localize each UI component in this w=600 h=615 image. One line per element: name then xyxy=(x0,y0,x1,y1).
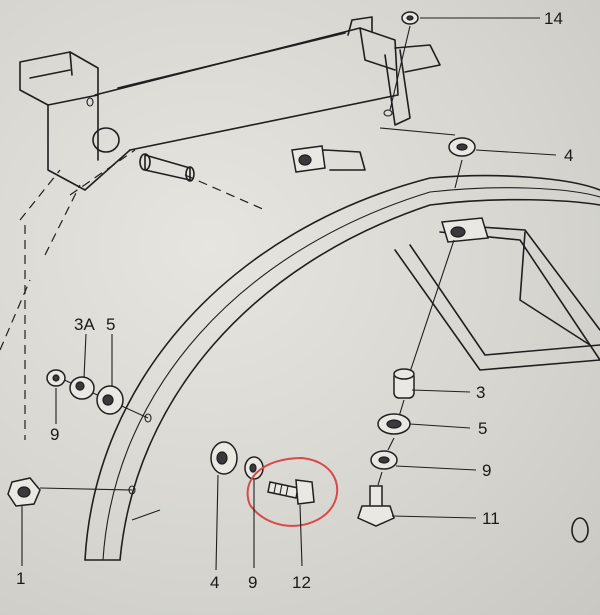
label-11: 11 xyxy=(482,509,500,528)
frame-bracket xyxy=(19,16,441,191)
label-3: 3 xyxy=(476,383,485,402)
leader-lines xyxy=(21,17,557,571)
label-4-bottom: 4 xyxy=(210,573,219,592)
label-12: 12 xyxy=(292,573,311,592)
mudguard xyxy=(84,174,600,561)
right-fastener-stack xyxy=(357,11,476,527)
highlight-circle xyxy=(246,456,339,527)
callout-labels: 14 4 3A 5 9 1 3 5 9 11 4 9 12 xyxy=(16,9,573,592)
mudguard-stay xyxy=(291,145,600,543)
bottom-fastener-stack xyxy=(210,441,315,505)
label-3a: 3A xyxy=(74,315,95,334)
frame-outline-dashed xyxy=(0,149,266,440)
label-5-right: 5 xyxy=(478,419,487,438)
label-1: 1 xyxy=(16,569,25,588)
label-5-left: 5 xyxy=(106,315,115,334)
label-9-left: 9 xyxy=(50,425,59,444)
label-4-top: 4 xyxy=(564,146,573,165)
label-9-bottom: 9 xyxy=(248,573,257,592)
label-9-right: 9 xyxy=(482,461,491,480)
label-14: 14 xyxy=(544,9,563,28)
left-fastener-stack xyxy=(7,369,152,507)
